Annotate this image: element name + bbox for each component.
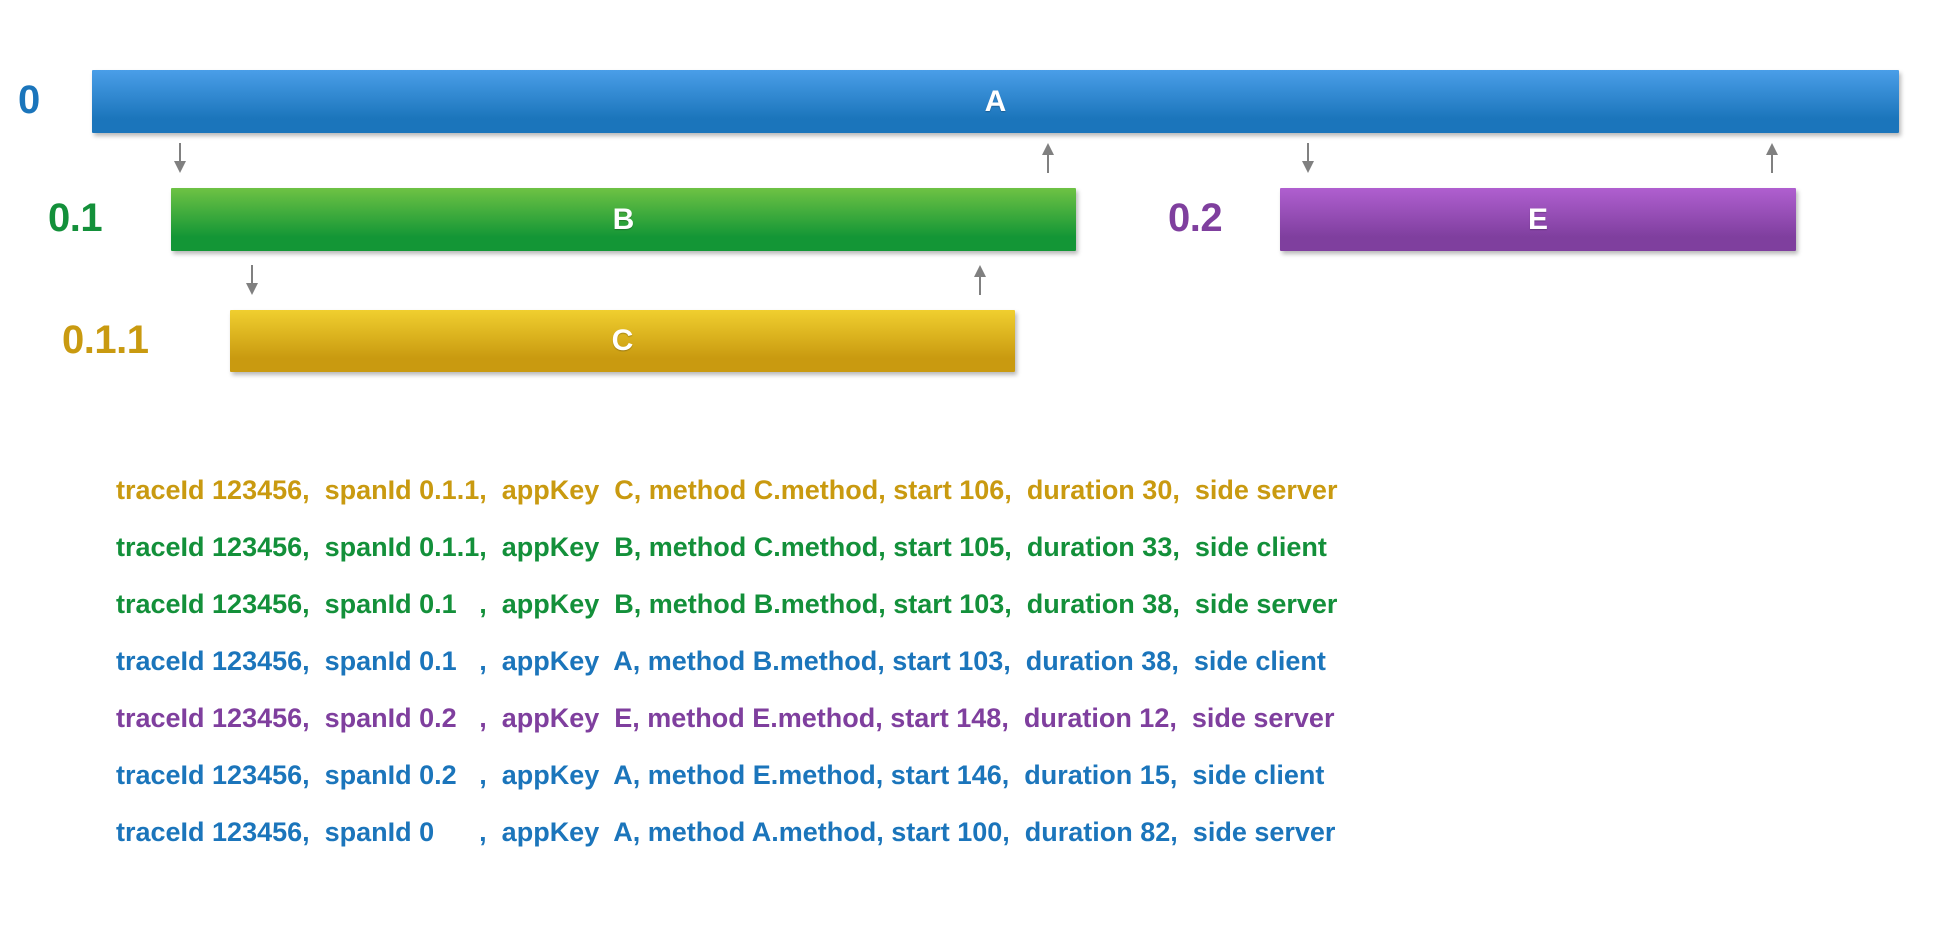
arrow-b-to-a-up-icon — [1038, 143, 1058, 177]
span-bar-label-B: B — [612, 202, 635, 236]
span-bar-label-E: E — [1527, 202, 1548, 236]
log-line: traceId 123456, spanId 0.1 , appKey A, m… — [116, 646, 1326, 676]
log-line: traceId 123456, spanId 0.2 , appKey A, m… — [116, 760, 1325, 790]
span-bar-label-A: A — [984, 84, 1007, 118]
log-line: traceId 123456, spanId 0.2 , appKey E, m… — [116, 703, 1335, 733]
arrow-a-to-b-down-icon — [170, 143, 190, 177]
trace-log-list: traceId 123456, spanId 0.1.1, appKey C, … — [116, 462, 1816, 861]
span-bar-label-C: C — [611, 324, 634, 357]
span-id-label-0.2: 0.2 — [1168, 196, 1223, 240]
span-id-label-0: 0 — [18, 78, 40, 122]
log-line: traceId 123456, spanId 0.1 , appKey B, m… — [116, 589, 1338, 619]
span-id-label-0.1: 0.1 — [48, 196, 103, 240]
span-bar-E[interactable]: E — [1280, 188, 1796, 251]
span-bar-C[interactable]: C — [230, 310, 1015, 372]
span-id-label-0.1.1: 0.1.1 — [62, 318, 149, 362]
arrow-b-to-c-down-icon — [242, 265, 262, 299]
arrow-c-to-b-up-icon — [970, 265, 990, 299]
arrow-e-to-a-up-icon — [1762, 143, 1782, 177]
log-line: traceId 123456, spanId 0 , appKey A, met… — [116, 817, 1336, 847]
log-line: traceId 123456, spanId 0.1.1, appKey C, … — [116, 475, 1338, 505]
span-bar-A[interactable]: A — [92, 70, 1899, 133]
log-line: traceId 123456, spanId 0.1.1, appKey B, … — [116, 532, 1327, 562]
arrow-a-to-e-down-icon — [1298, 143, 1318, 177]
span-bar-B[interactable]: B — [171, 188, 1076, 251]
